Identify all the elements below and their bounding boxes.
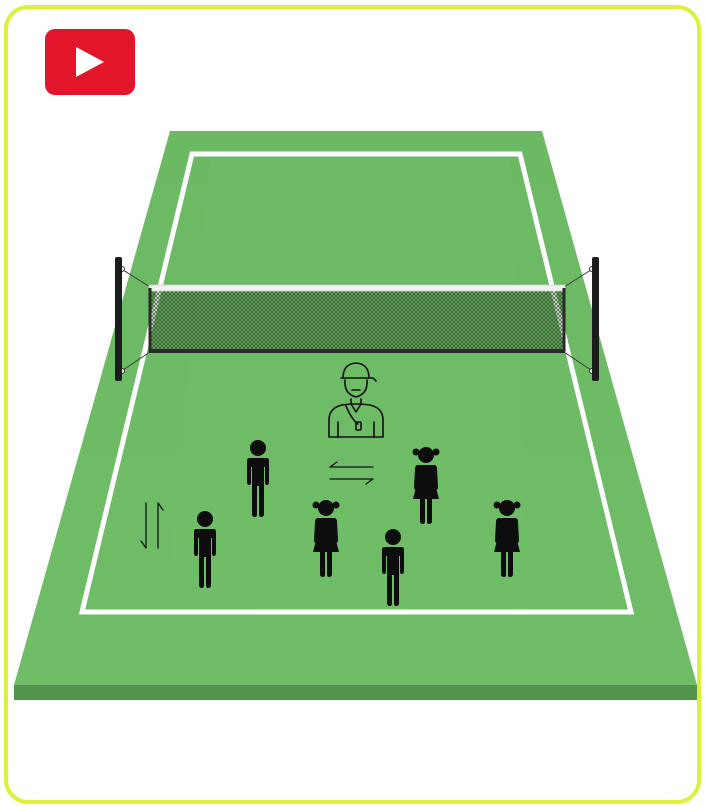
court-base [14,684,697,700]
net-post-right [592,257,599,381]
video-play-button[interactable] [45,29,135,95]
net-band [149,285,565,291]
net-post-left [115,257,122,381]
